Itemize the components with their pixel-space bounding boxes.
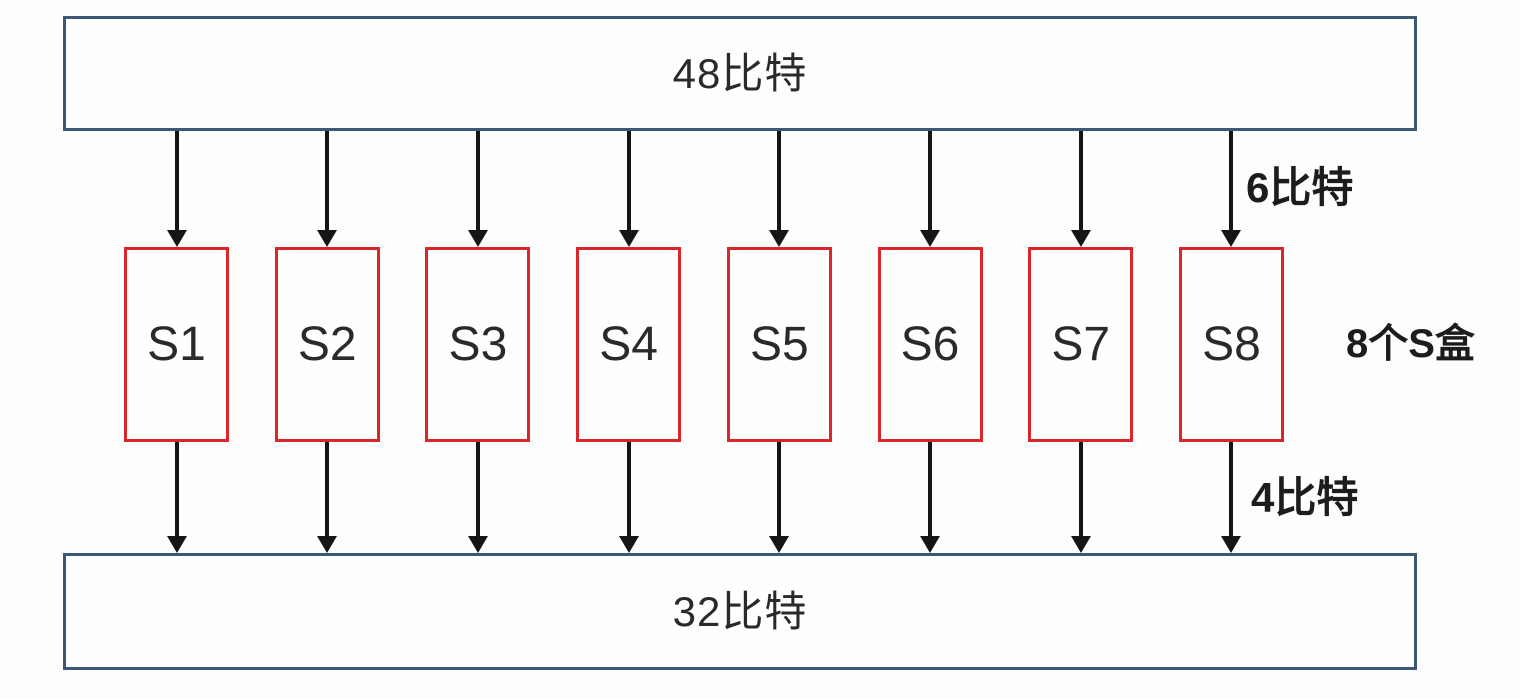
arrow-shaft <box>475 442 480 536</box>
arrow-head <box>1070 230 1091 247</box>
sbox-column: S2 <box>274 131 380 553</box>
label-4bit-per-arrow: 4比特 <box>1251 474 1359 521</box>
sbox-label: S8 <box>1202 317 1261 371</box>
arrow-head <box>467 230 488 247</box>
down-arrow-icon <box>275 442 380 553</box>
arrow-head <box>618 536 639 553</box>
down-arrow-icon <box>727 131 832 247</box>
arrow-shaft <box>475 131 480 230</box>
arrow-head <box>769 230 790 247</box>
arrow-shaft <box>1229 442 1234 536</box>
input-bus-label: 48比特 <box>672 49 808 97</box>
down-arrow-icon <box>727 442 832 553</box>
down-arrow-icon <box>124 131 229 247</box>
arrow-head <box>769 536 790 553</box>
arrow-head <box>166 230 187 247</box>
sbox-label: S1 <box>147 317 206 371</box>
arrow-shaft <box>325 131 330 230</box>
sbox-label: S4 <box>599 317 658 371</box>
output-bus-32bit: 32比特 <box>63 553 1417 670</box>
down-arrow-icon <box>425 131 530 247</box>
sbox-column: S6 <box>877 131 983 553</box>
sbox-columns: S1 S2 S3 <box>124 131 1284 553</box>
label-6bit-per-arrow: 6比特 <box>1246 164 1354 211</box>
sbox: S2 <box>274 247 380 442</box>
down-arrow-icon <box>878 442 983 553</box>
output-bus-label: 32比特 <box>672 587 808 635</box>
sbox-column: S4 <box>576 131 682 553</box>
down-arrow-icon <box>576 131 681 247</box>
sbox-label: S2 <box>297 317 357 371</box>
sbox: S8 <box>1178 247 1284 442</box>
arrow-shaft <box>928 131 933 230</box>
sbox: S1 <box>124 247 229 442</box>
sbox-column: S8 <box>1178 131 1284 553</box>
arrow-head <box>1221 536 1242 553</box>
sbox: S6 <box>877 247 983 442</box>
down-arrow-icon <box>1179 131 1284 247</box>
arrow-shaft <box>1229 131 1234 230</box>
arrow-shaft <box>928 442 933 536</box>
label-sbox-count: 8个S盒 <box>1346 322 1475 366</box>
down-arrow-icon <box>878 131 983 247</box>
arrow-head <box>618 230 639 247</box>
input-bus-48bit: 48比特 <box>63 16 1417 131</box>
arrow-head <box>317 536 338 553</box>
arrow-head <box>166 536 187 553</box>
down-arrow-icon <box>275 131 380 247</box>
sbox: S4 <box>576 247 682 442</box>
arrow-head <box>1070 536 1091 553</box>
down-arrow-icon <box>576 442 681 553</box>
down-arrow-icon <box>1028 131 1133 247</box>
down-arrow-icon <box>124 442 229 553</box>
arrow-head <box>1221 230 1242 247</box>
sbox: S7 <box>1028 247 1134 442</box>
arrow-shaft <box>1078 442 1083 536</box>
arrow-shaft <box>1078 131 1083 230</box>
arrow-shaft <box>325 442 330 536</box>
down-arrow-icon <box>425 442 530 553</box>
sbox: S5 <box>726 247 832 442</box>
arrow-head <box>317 230 338 247</box>
sbox-label: S6 <box>900 317 960 371</box>
arrow-shaft <box>174 131 179 230</box>
arrow-shaft <box>174 442 179 536</box>
arrow-shaft <box>777 131 782 230</box>
sbox-column: S7 <box>1028 131 1134 553</box>
arrow-shaft <box>777 442 782 536</box>
sbox-column: S3 <box>425 131 531 553</box>
sbox: S3 <box>425 247 531 442</box>
sbox-label: S7 <box>1051 317 1111 371</box>
sbox-column: S5 <box>726 131 832 553</box>
arrow-shaft <box>626 442 631 536</box>
arrow-shaft <box>626 131 631 230</box>
arrow-head <box>920 230 941 247</box>
arrow-head <box>920 536 941 553</box>
sbox-column: S1 <box>124 131 229 553</box>
down-arrow-icon <box>1028 442 1133 553</box>
sbox-label: S5 <box>749 317 809 371</box>
down-arrow-icon <box>1179 442 1284 553</box>
arrow-head <box>467 536 488 553</box>
sbox-label: S3 <box>448 317 508 371</box>
